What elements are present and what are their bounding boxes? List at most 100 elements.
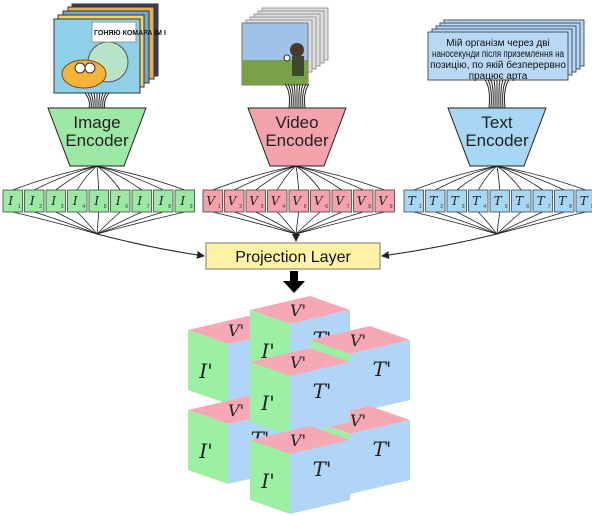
image-token-symbol: I — [29, 194, 35, 208]
image-token-index: 9 — [190, 204, 193, 210]
cube-left-symbol: I' — [260, 469, 274, 493]
token-fan-line — [34, 211, 98, 235]
video-token-index: 9 — [390, 204, 393, 210]
video-input-stack — [241, 7, 329, 86]
fan-line — [93, 92, 96, 109]
image-token-index: 3 — [61, 204, 64, 210]
fan-line — [490, 79, 494, 109]
cube-right-symbol: T' — [313, 457, 332, 481]
image-token-index: 8 — [168, 204, 171, 210]
image-token-index: 2 — [39, 204, 42, 210]
fan-line — [493, 79, 496, 109]
token-fan-line — [435, 165, 498, 191]
text-token-index: 3 — [462, 204, 465, 210]
token-fan-line — [96, 165, 142, 191]
image-encoder: Image Encoder — [47, 107, 147, 167]
text-token-index: 9 — [591, 204, 592, 210]
cube-left-symbol: I' — [198, 359, 212, 383]
text-token-symbol: T — [472, 194, 481, 208]
cube-top-symbol: V' — [350, 411, 366, 430]
token-fan-line — [276, 165, 297, 191]
text-token-symbol: T — [558, 194, 567, 208]
text-token-index: 1 — [419, 204, 422, 210]
token-fan-line — [55, 211, 98, 235]
text-token-symbol: T — [408, 194, 417, 208]
text-encoder-label-2: Encoder — [465, 131, 529, 150]
token-fan-line — [96, 165, 185, 191]
image-token-index: 6 — [125, 204, 128, 210]
video-token-symbol: V — [249, 194, 259, 208]
cube-top-face — [250, 426, 350, 454]
token-fan-line — [295, 165, 321, 191]
image-token-symbol: I — [93, 194, 99, 208]
cube-left-face — [250, 362, 290, 436]
text-token-index: 2 — [440, 204, 443, 210]
token-fan-line — [456, 211, 498, 235]
video-token-symbol: V — [335, 194, 345, 208]
projection-layer-label: Projection Layer — [235, 249, 351, 266]
text-token-index: 4 — [483, 204, 486, 210]
fan-line — [500, 79, 504, 109]
image-encoder-label-1: Image — [73, 113, 120, 132]
fan-line — [84, 92, 90, 109]
cube-left-symbol: I' — [260, 391, 274, 415]
text-encoder: Text Encoder — [447, 107, 547, 167]
video-encoder-label-1: Video — [275, 113, 318, 132]
text-to-projection-arrow — [381, 233, 498, 260]
cube-top-face — [250, 296, 350, 324]
cube-right-symbol: T' — [373, 437, 392, 461]
token-fan-line — [496, 211, 565, 235]
image-token-symbol: I — [136, 194, 142, 208]
token-fan-line — [295, 211, 364, 235]
token-fan-line — [477, 211, 498, 235]
token-fan-line — [295, 165, 385, 191]
fan-line — [98, 92, 101, 109]
token-fan-lines — [12, 165, 586, 235]
token-fan-line — [496, 165, 501, 191]
token-fan-line — [255, 165, 297, 191]
video-token-index: 3 — [261, 204, 264, 210]
token-fan-line — [496, 211, 586, 235]
video-token-index: 4 — [282, 204, 285, 210]
fan-line — [304, 83, 310, 109]
cube-left-symbol: I' — [260, 339, 274, 363]
image-token-symbol: I — [115, 194, 121, 208]
fan-line — [284, 83, 290, 109]
token-fan-line — [496, 165, 586, 191]
token-fan-line — [12, 211, 98, 235]
token-fan-line — [496, 211, 501, 235]
token-fan-line — [96, 211, 100, 235]
fan-line — [293, 83, 296, 109]
token-fan-line — [55, 165, 98, 191]
token-fan-line — [234, 165, 297, 191]
video-token-index: 2 — [239, 204, 242, 210]
text-token-symbol: T — [451, 194, 460, 208]
cube-right-symbol: T' — [373, 357, 392, 381]
cube-right-face — [290, 440, 350, 514]
video-encoder: Video Encoder — [247, 107, 347, 167]
video-token-symbol: V — [271, 194, 281, 208]
text-token-symbol: T — [580, 194, 589, 208]
fan-line — [484, 79, 490, 109]
cube-right-face — [350, 420, 410, 494]
video-token-symbol: V — [292, 194, 302, 208]
image-to-projection-arrow — [96, 233, 205, 259]
image-token-symbol: I — [179, 194, 185, 208]
video-token-symbol: V — [314, 194, 324, 208]
cube-left-face — [188, 330, 228, 404]
video-token-index: 1 — [218, 204, 221, 210]
token-fan-line — [96, 165, 100, 191]
video-token-symbol: V — [228, 194, 238, 208]
fan-line — [298, 83, 301, 109]
